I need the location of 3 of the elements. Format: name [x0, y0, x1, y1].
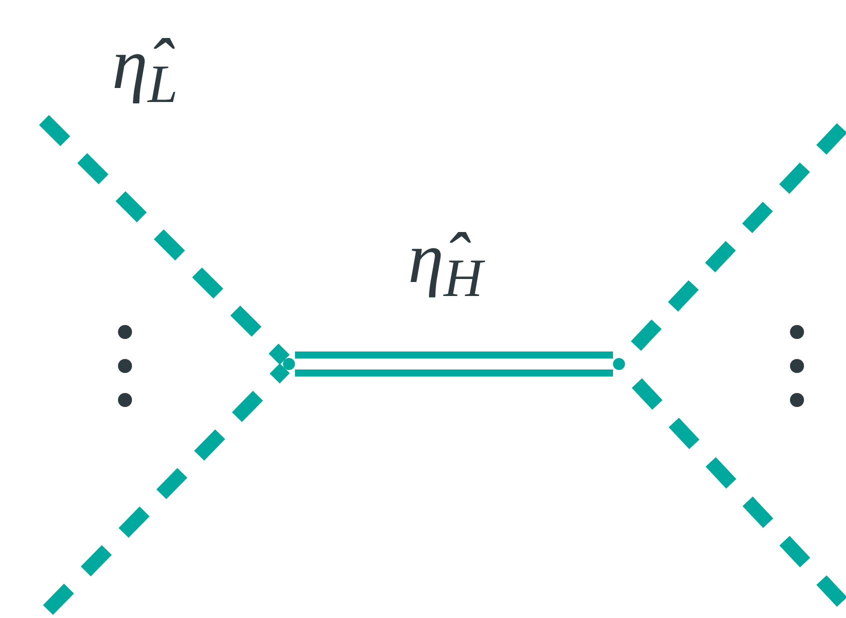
dashed-line — [39, 115, 290, 365]
double-line — [295, 352, 613, 376]
dashed-line — [43, 363, 290, 615]
